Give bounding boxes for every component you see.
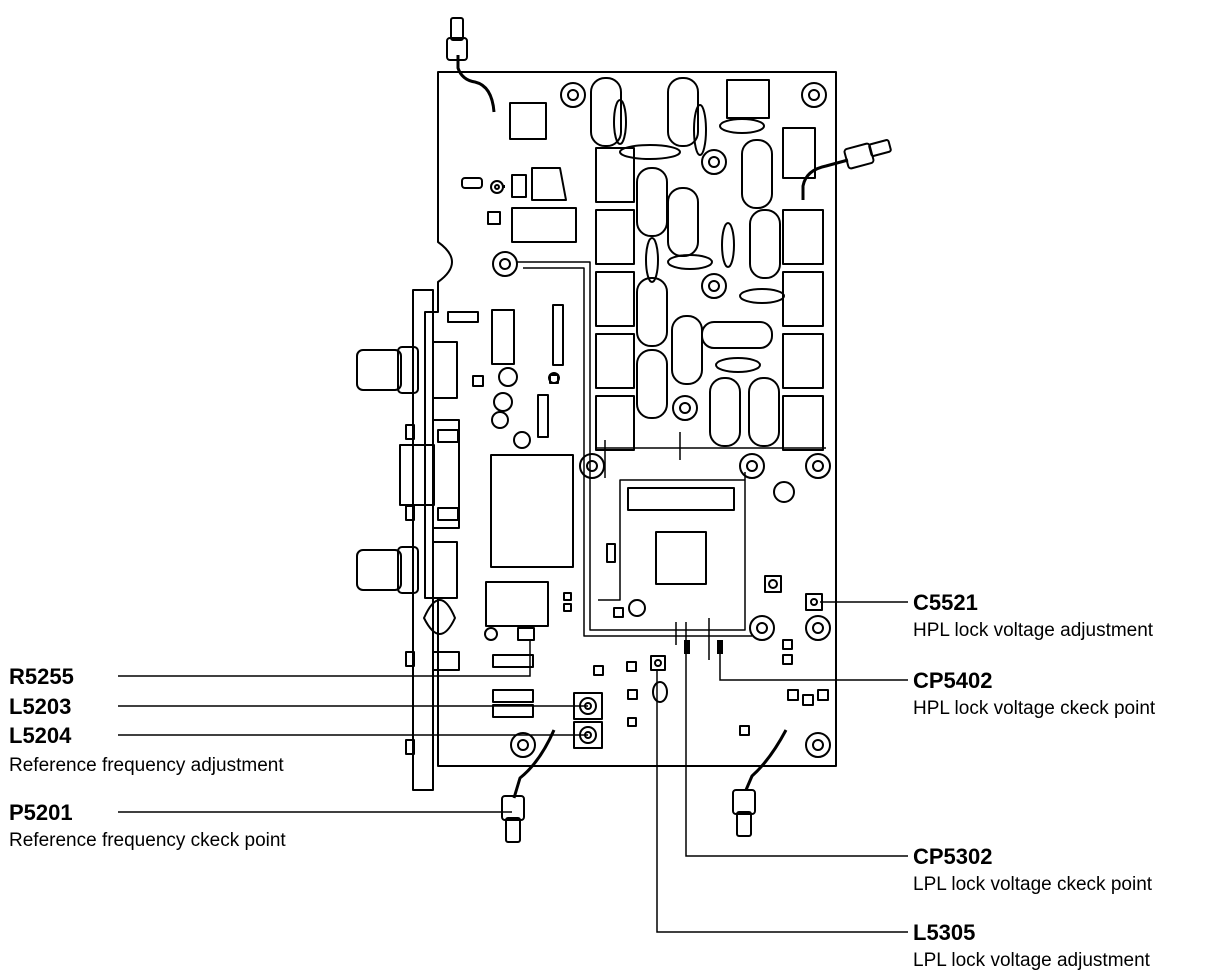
label-l5204-desc: Reference frequency adjustment bbox=[9, 755, 284, 776]
mounting-holes bbox=[492, 82, 831, 758]
coax-cable-bottom-left bbox=[512, 729, 556, 799]
label-r5255-ref: R5255 bbox=[9, 664, 74, 689]
label-l5203-ref: L5203 bbox=[9, 694, 72, 719]
front-panel bbox=[412, 289, 434, 791]
label-l5305-ref: L5305 bbox=[913, 920, 976, 945]
label-p5201-desc: Reference frequency ckeck point bbox=[9, 830, 286, 851]
label-cp5402-ref: CP5402 bbox=[913, 668, 993, 693]
shield-frame bbox=[517, 261, 746, 631]
leader-cp5402 bbox=[719, 652, 908, 681]
coax-cable-right bbox=[801, 158, 849, 200]
leader-cp5302 bbox=[685, 652, 908, 857]
label-cp5402-desc: HPL lock voltage ckeck point bbox=[913, 698, 1156, 719]
coil-ellipses bbox=[613, 99, 785, 373]
label-cp5302-desc: LPL lock voltage ckeck point bbox=[913, 874, 1153, 895]
leader-r5255 bbox=[118, 640, 531, 677]
label-l5204-ref: L5204 bbox=[9, 723, 72, 748]
label-l5305-desc: LPL lock voltage adjustment bbox=[913, 950, 1150, 971]
label-cp5302-ref: CP5302 bbox=[913, 844, 993, 869]
leader-l5305 bbox=[656, 670, 908, 933]
label-c5521-ref: C5521 bbox=[913, 590, 978, 615]
bnc-connector-lower bbox=[356, 541, 458, 599]
label-p5201-ref: P5201 bbox=[9, 800, 73, 825]
bnc-connector-upper bbox=[356, 341, 458, 399]
d-sub-connector bbox=[399, 419, 460, 529]
label-c5521-desc: HPL lock voltage adjustment bbox=[913, 620, 1154, 641]
coax-cable-top-left bbox=[456, 55, 496, 113]
coax-cable-bottom-right bbox=[744, 729, 788, 791]
board-outline bbox=[424, 71, 837, 767]
